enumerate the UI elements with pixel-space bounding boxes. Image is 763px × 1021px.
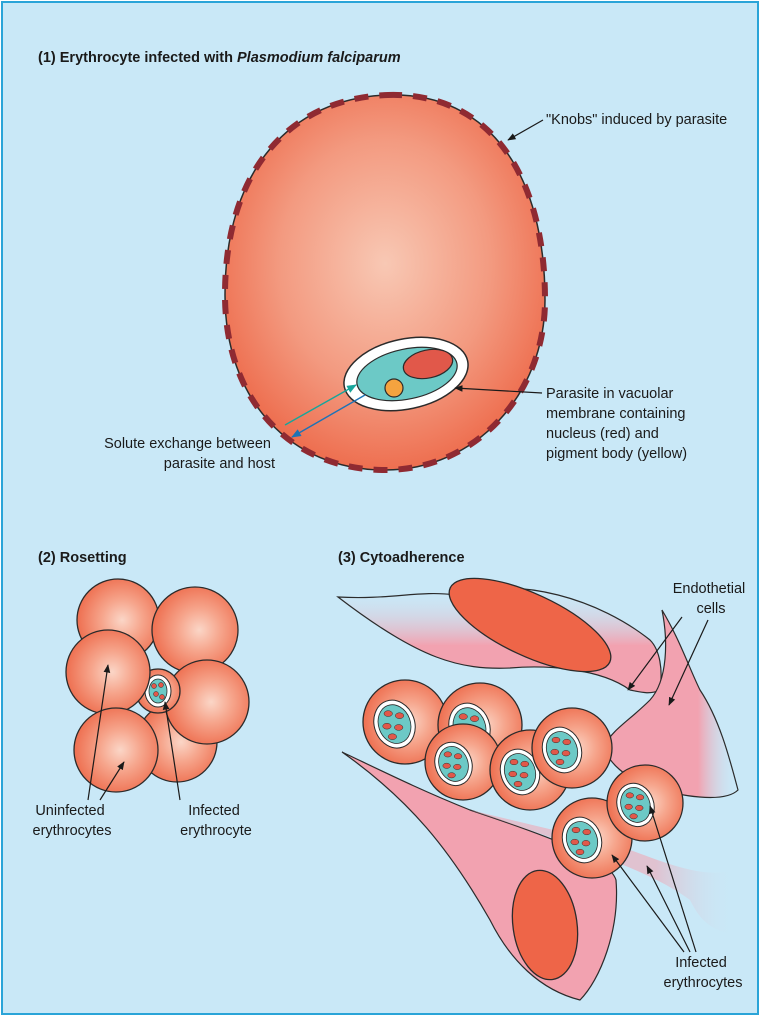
- panel1-title: (1) Erythrocyte infected with Plasmodium…: [38, 50, 401, 66]
- solute-label: Solute exchange between parasite and hos…: [104, 436, 275, 472]
- pigment-body: [385, 379, 403, 397]
- infected-label-rosette: Infected erythrocyte: [180, 803, 252, 839]
- knobs-label: "Knobs" induced by parasite: [546, 112, 727, 128]
- adherent-infected-erythrocyte: [532, 708, 612, 788]
- adherent-infected-erythrocyte: [607, 765, 683, 841]
- uninfected-label: Uninfected erythrocytes: [33, 803, 112, 839]
- panel2-title: (2) Rosetting: [38, 550, 127, 566]
- adherent-infected-erythrocyte: [425, 724, 501, 800]
- panel3-title: (3) Cytoadherence: [338, 550, 465, 566]
- large-erythrocyte: [225, 95, 545, 470]
- endothelial-label: Endothetial cells: [673, 581, 750, 617]
- parasite-label: Parasite in vacuolar membrane containing…: [546, 386, 689, 462]
- infected-label-cytoadherence: Infected erythrocytes: [664, 955, 743, 991]
- knobs-arrow: [508, 120, 543, 140]
